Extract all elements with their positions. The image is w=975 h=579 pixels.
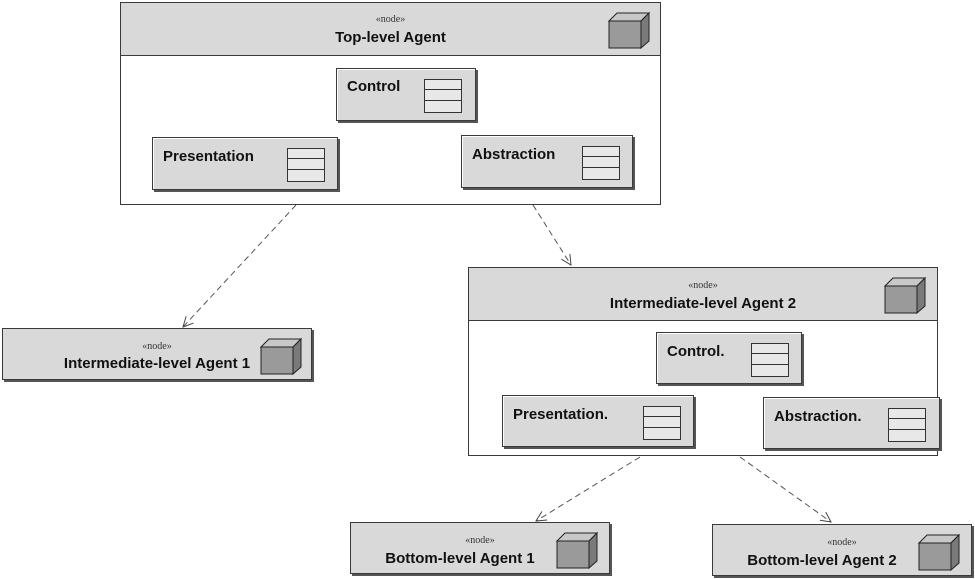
node-cube-icon — [917, 533, 961, 571]
component-icon — [287, 148, 325, 182]
node-title: Intermediate-level Agent 1 — [63, 355, 251, 372]
component-label: Control — [347, 78, 401, 95]
component-icon — [643, 406, 681, 440]
component-icon — [751, 343, 789, 377]
component-icon — [424, 79, 462, 113]
node-header: «node» Top-level Agent — [121, 3, 660, 56]
edge-inter2-to-bottom1 — [536, 456, 641, 521]
stereotype-label: «node» — [375, 14, 406, 25]
stereotype-label: «node» — [827, 537, 857, 548]
component-control-2[interactable]: Control. — [656, 332, 802, 384]
node-title: Top-level Agent — [335, 29, 446, 46]
node-title: Bottom-level Agent 1 — [385, 550, 535, 567]
intermediate-agent-1-node[interactable]: «node» Intermediate-level Agent 1 — [2, 328, 312, 380]
component-icon — [582, 146, 620, 180]
component-presentation[interactable]: Presentation — [152, 137, 338, 190]
component-abstraction-2[interactable]: Abstraction. — [763, 397, 940, 449]
component-label: Abstraction. — [774, 408, 862, 425]
component-label: Presentation — [163, 148, 254, 165]
stereotype-label: «node» — [465, 535, 495, 546]
component-label: Control. — [667, 343, 725, 360]
bottom-agent-2-node[interactable]: «node» Bottom-level Agent 2 — [712, 524, 972, 576]
edge-inter2-to-bottom2 — [739, 456, 831, 522]
component-icon — [888, 408, 926, 442]
node-title: Intermediate-level Agent 2 — [609, 295, 797, 312]
stereotype-label: «node» — [688, 280, 718, 291]
stereotype-label: «node» — [142, 341, 172, 352]
node-cube-icon — [555, 531, 599, 569]
node-header: «node» Intermediate-level Agent 2 — [469, 268, 937, 321]
node-cube-icon — [607, 11, 651, 49]
component-control[interactable]: Control — [336, 68, 476, 121]
node-title: Bottom-level Agent 2 — [747, 552, 897, 569]
component-label: Presentation. — [513, 406, 609, 423]
component-abstraction[interactable]: Abstraction — [461, 135, 633, 188]
edge-top-to-inter1 — [183, 204, 297, 327]
bottom-agent-1-node[interactable]: «node» Bottom-level Agent 1 — [350, 522, 610, 574]
edge-top-to-inter2 — [532, 204, 571, 265]
node-cube-icon — [259, 337, 303, 375]
node-cube-icon — [883, 276, 927, 314]
component-presentation-2[interactable]: Presentation. — [502, 395, 694, 447]
component-label: Abstraction — [472, 146, 556, 163]
